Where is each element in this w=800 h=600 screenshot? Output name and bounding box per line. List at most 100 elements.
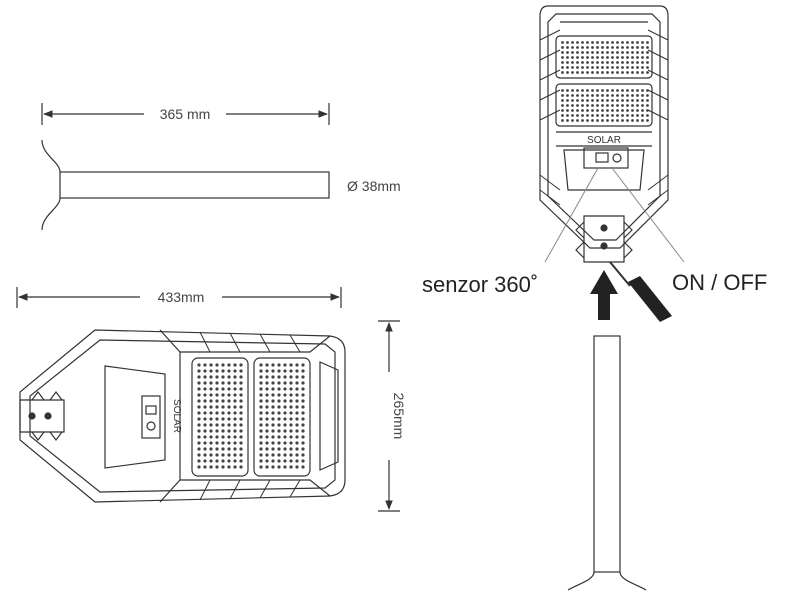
solar-cell-dot: [197, 375, 201, 379]
solar-cell-dot: [626, 71, 629, 74]
solar-cell-dot: [197, 435, 201, 439]
solar-cell-dot: [233, 405, 237, 409]
solar-cell-dot: [631, 119, 634, 122]
solar-cell-dot: [197, 363, 201, 367]
solar-cell-dot: [259, 447, 263, 451]
solar-cell-dot: [203, 411, 207, 415]
solar-cell-dot: [576, 94, 579, 97]
solar-cell-dot: [271, 369, 275, 373]
solar-cell-dot: [289, 417, 293, 421]
solar-cell-dot: [606, 104, 609, 107]
solar-cell-dot: [611, 71, 614, 74]
solar-cell-dot: [571, 89, 574, 92]
solar-cell-dot: [581, 114, 584, 117]
front-bracket-bolt-2: [600, 242, 608, 250]
solar-cell-dot: [596, 99, 599, 102]
solar-cell-dot: [646, 56, 649, 59]
solar-cell-dot: [227, 453, 231, 457]
solar-cell-dot: [586, 109, 589, 112]
solar-cell-dot: [203, 363, 207, 367]
solar-cell-dot: [631, 56, 634, 59]
solar-cell-dot: [259, 459, 263, 463]
solar-cell-dot: [626, 114, 629, 117]
solar-cell-dot: [271, 453, 275, 457]
solar-cell-dot: [576, 104, 579, 107]
solar-cell-dot: [596, 71, 599, 74]
front-outer-shell: [539, 5, 669, 249]
solar-cell-dot: [591, 89, 594, 92]
solar-cell-dot: [233, 393, 237, 397]
solar-cell-dot: [239, 453, 243, 457]
solar-cell-dot: [221, 435, 225, 439]
solar-cell-dot: [295, 399, 299, 403]
solar-cell-dot: [233, 447, 237, 451]
solar-cell-dot: [295, 423, 299, 427]
lamp-end-cap: [319, 361, 339, 471]
solar-cell-dot: [561, 56, 564, 59]
front-right-ribs: [647, 29, 669, 121]
solar-cell-dot: [571, 61, 574, 64]
front-sensor-lens: [612, 153, 622, 163]
solar-cell-dot: [561, 71, 564, 74]
solar-cell-dot: [621, 56, 624, 59]
solar-cell-dot: [233, 369, 237, 373]
solar-cell-dot: [227, 417, 231, 421]
solar-cell-dot: [586, 51, 589, 54]
solar-cell-dot: [641, 109, 644, 112]
solar-cell-dot: [636, 51, 639, 54]
solar-cell-dot: [596, 61, 599, 64]
solar-cell-dot: [233, 429, 237, 433]
solar-cell-dot: [586, 56, 589, 59]
solar-cell-dot: [576, 66, 579, 69]
solar-cell-dot: [233, 363, 237, 367]
solar-cell-dot: [289, 423, 293, 427]
solar-cell-dot: [611, 51, 614, 54]
solar-cell-dot: [295, 459, 299, 463]
solar-cell-dot: [641, 56, 644, 59]
solar-cell-dot: [271, 399, 275, 403]
solar-cell-dot: [221, 429, 225, 433]
solar-cell-dot: [265, 423, 269, 427]
solar-cell-dot: [277, 393, 281, 397]
solar-cell-dot: [586, 61, 589, 64]
solar-cell-dot: [209, 411, 213, 415]
lamp-solar-cells-right: [259, 363, 305, 469]
solar-cell-dot: [606, 71, 609, 74]
solar-cell-dot: [301, 459, 305, 463]
solar-cell-dot: [227, 399, 231, 403]
solar-cell-dot: [566, 104, 569, 107]
solar-cell-dot: [301, 411, 305, 415]
solar-cell-dot: [301, 375, 305, 379]
solar-cell-dot: [301, 447, 305, 451]
solar-cell-dot: [197, 429, 201, 433]
front-sensor-window: [583, 147, 629, 169]
solar-cell-dot: [197, 393, 201, 397]
solar-cell-dot: [277, 405, 281, 409]
solar-cell-dot: [233, 399, 237, 403]
solar-cell-dot: [265, 411, 269, 415]
solar-cell-dot: [295, 369, 299, 373]
solar-cell-dot: [239, 399, 243, 403]
solar-cell-dot: [221, 417, 225, 421]
solar-cell-dot: [215, 429, 219, 433]
solar-cell-dot: [591, 94, 594, 97]
solar-cell-dot: [265, 399, 269, 403]
solar-cell-dot: [295, 435, 299, 439]
solar-cell-dot: [239, 441, 243, 445]
solar-cell-dot: [265, 381, 269, 385]
vertical-pole-drawing: [567, 335, 647, 591]
solar-cell-dot: [295, 393, 299, 397]
solar-cell-dot: [283, 453, 287, 457]
lamp-top-stripes: [199, 331, 301, 353]
solar-cell-dot: [289, 399, 293, 403]
solar-cell-dot: [215, 447, 219, 451]
solar-cell-dot: [271, 411, 275, 415]
solar-cell-dot: [259, 381, 263, 385]
solar-cell-dot: [611, 94, 614, 97]
vertical-pole-flange-left: [567, 571, 595, 591]
solar-cell-dot: [277, 399, 281, 403]
solar-cell-dot: [221, 363, 225, 367]
solar-cell-dot: [621, 41, 624, 44]
solar-cell-dot: [295, 375, 299, 379]
